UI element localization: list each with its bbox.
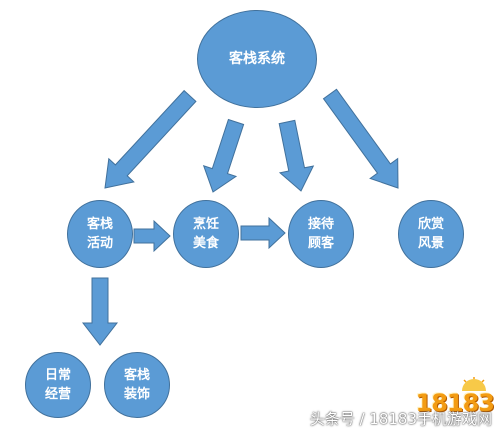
arrow-root-to-reception	[278, 119, 315, 192]
arrow-activity-to-daily	[81, 277, 119, 346]
node-inn-decoration: 客栈 装饰	[104, 352, 170, 418]
site-logo: 18183	[415, 389, 495, 417]
node-cooking: 烹饪 美食	[173, 200, 239, 268]
arrow-cooking-to-reception	[240, 216, 286, 250]
root-node-label: 客栈系统	[229, 50, 285, 67]
logo-sun-icon	[462, 377, 486, 391]
node-daily-operation: 日常 经营	[25, 352, 91, 418]
node-receive-guests-label: 接待 顾客	[307, 217, 334, 251]
node-enjoy-scenery: 欣赏 风景	[398, 200, 464, 268]
node-daily-operation-label: 日常 经营	[44, 368, 71, 402]
arrow-root-to-scenery	[322, 88, 399, 189]
watermark: 头条号 / 18183手机游戏网	[310, 408, 492, 429]
arrow-root-to-activity	[104, 89, 197, 189]
arrow-root-to-cooking	[202, 118, 245, 193]
node-cooking-label: 烹饪 美食	[192, 217, 219, 251]
node-inn-decoration-label: 客栈 装饰	[123, 368, 150, 402]
root-node-inn-system: 客栈系统	[197, 10, 317, 108]
node-inn-activity-label: 客栈 活动	[86, 217, 113, 251]
node-enjoy-scenery-label: 欣赏 风景	[417, 217, 444, 251]
node-receive-guests: 接待 顾客	[288, 200, 354, 268]
watermark-text: 头条号 / 18183手机游戏网	[309, 410, 492, 428]
arrow-activity-to-cooking	[133, 219, 171, 253]
node-inn-activity: 客栈 活动	[67, 200, 133, 268]
